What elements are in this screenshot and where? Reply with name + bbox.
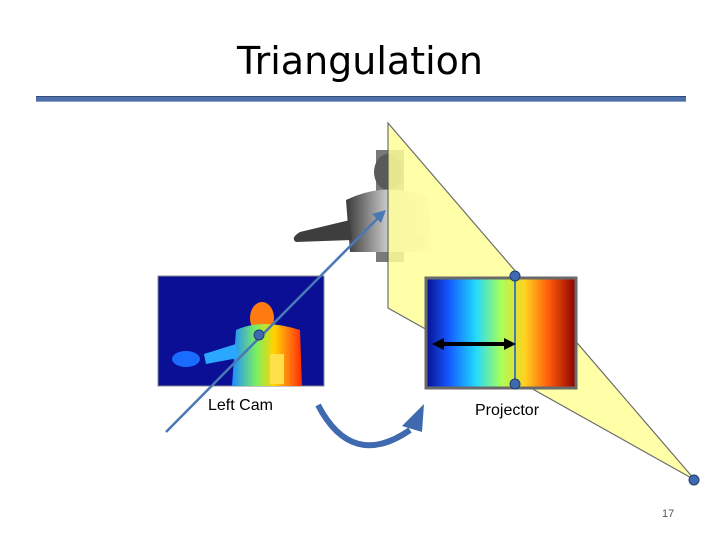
left-cam-depth-image	[157, 275, 325, 387]
stripe-top-node	[509, 270, 521, 282]
projector-label: Projector	[475, 402, 540, 419]
projector-pattern	[424, 276, 578, 390]
camera-ray	[165, 210, 386, 433]
stripe-bottom-node	[509, 378, 521, 390]
camera-point-node	[253, 329, 265, 341]
left-cam-label: Left Cam	[208, 397, 273, 414]
title-underline	[36, 96, 686, 102]
slide-title: Triangulation	[236, 39, 484, 83]
plane-corner-node	[688, 474, 700, 486]
double-arrow-icon	[432, 338, 516, 350]
curved-arrow-icon	[315, 403, 424, 449]
page-number: 17	[662, 508, 675, 520]
